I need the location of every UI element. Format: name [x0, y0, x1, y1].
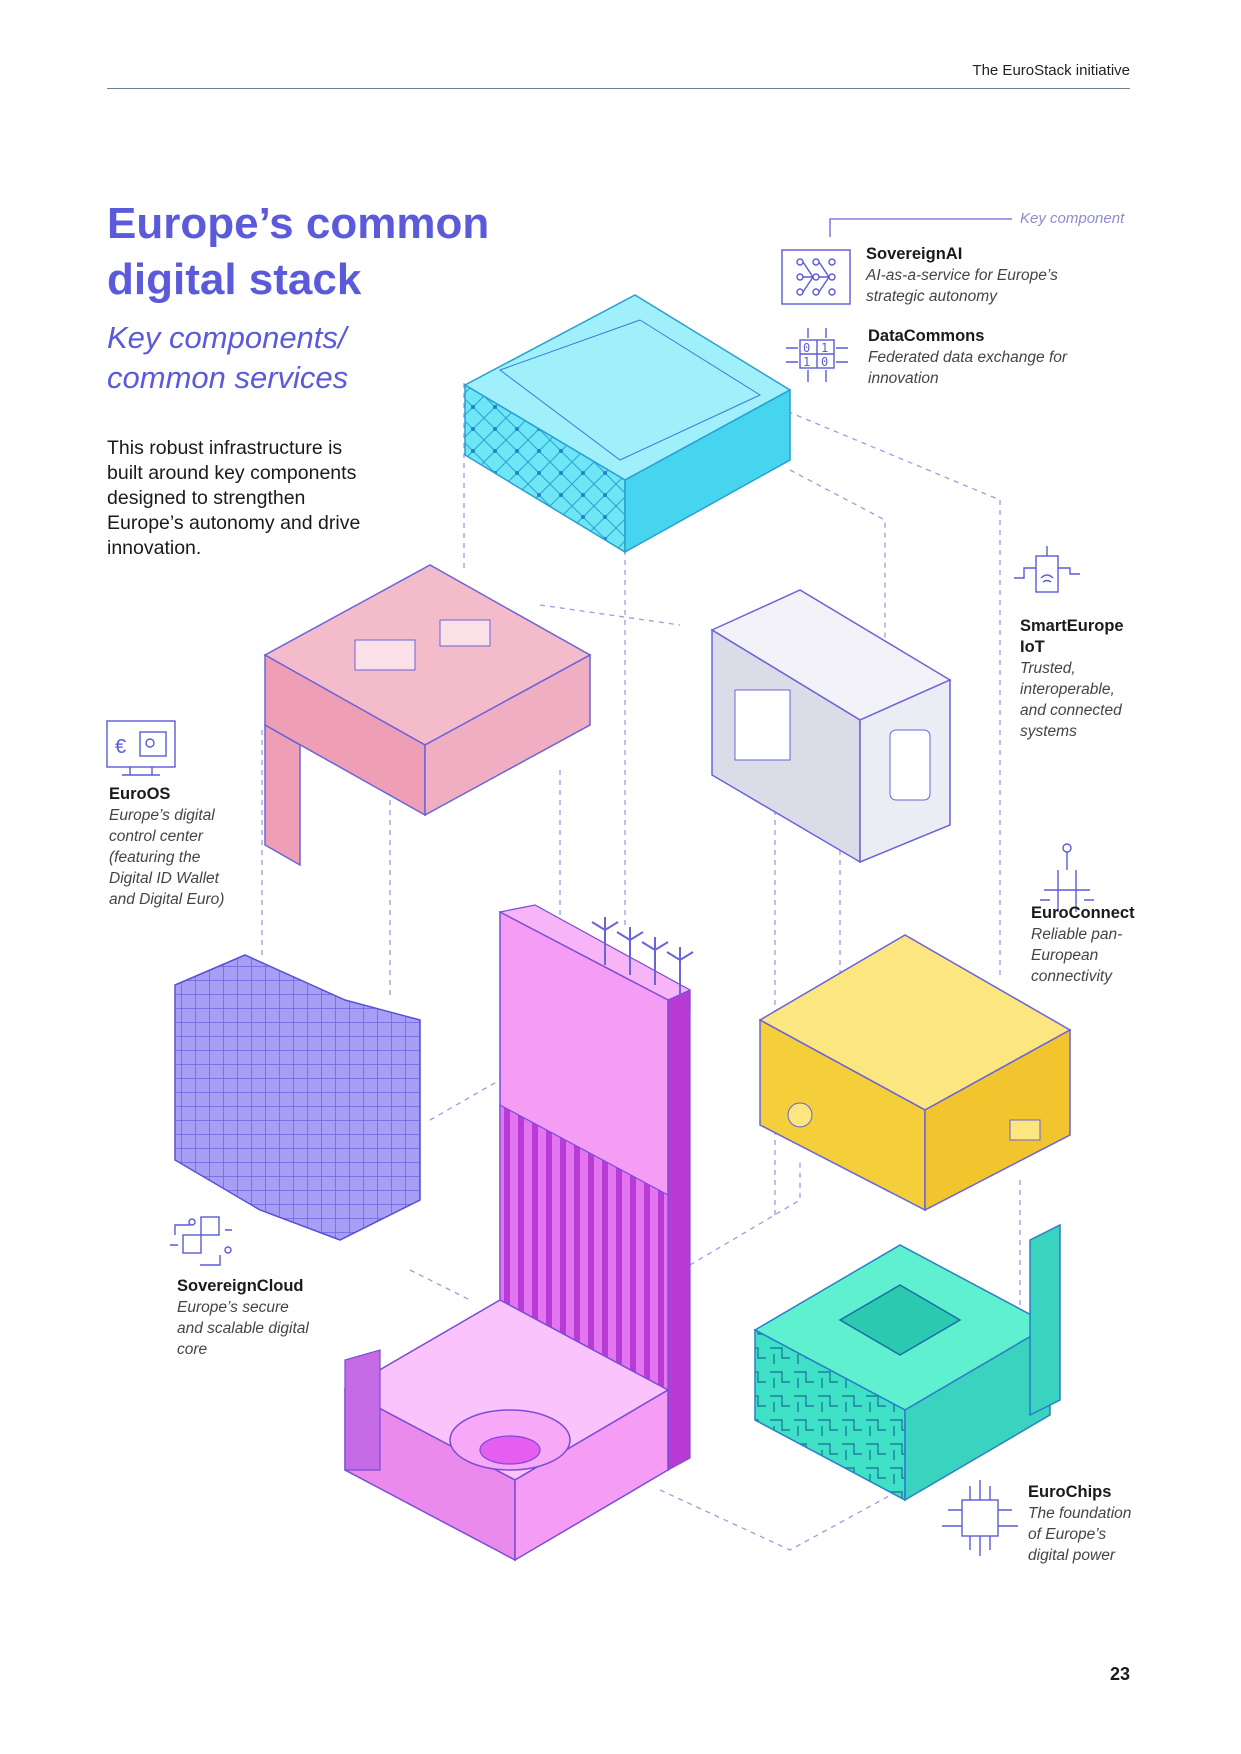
label-euro-os: EuroOS Europe’s digital control center (…	[109, 784, 239, 910]
component-description: Europe’s digital control center (featuri…	[109, 807, 225, 908]
data-digit: 0	[821, 355, 828, 369]
intro-paragraph: This robust infrastructure is built arou…	[107, 437, 361, 559]
network-antenna-icon	[1040, 843, 1094, 912]
page-number: 23	[1109, 1664, 1130, 1684]
data-digit: 1	[803, 355, 810, 369]
legend-label: Key component	[1020, 210, 1125, 227]
label-smart-europe-iot: SmartEurope IoT Trusted, interoperable, …	[1020, 616, 1130, 742]
component-title: SovereignCloud	[177, 1277, 304, 1295]
page-title: Europe’s common digital stack	[107, 199, 490, 304]
cloud-network-icon	[170, 1216, 232, 1266]
foundation-tower	[343, 904, 691, 1562]
label-euro-chips: EuroChips The foundation of Europe’s dig…	[1028, 1482, 1136, 1566]
sovereign-cloud-cluster	[174, 954, 421, 1241]
component-title: EuroOS	[109, 785, 171, 803]
component-title: SmartEurope IoT	[1020, 617, 1124, 656]
component-description: The foundation of Europe’s digital power	[1028, 1505, 1132, 1564]
iot-device-icon	[1014, 546, 1080, 593]
label-data-commons: DataCommons Federated data exchange for …	[868, 326, 1068, 389]
wallet-screen-icon	[106, 720, 176, 776]
component-description: AI-as-a-service for Europe’s strategic a…	[866, 267, 1058, 305]
label-sovereign-cloud: SovereignCloud Europe’s secure and scala…	[177, 1276, 312, 1360]
running-header: The EuroStack initiative	[972, 62, 1130, 79]
euro-os-control-block	[263, 564, 592, 867]
wind-turbines	[591, 917, 694, 995]
data-exchange-icon	[786, 328, 848, 382]
label-euro-connect: EuroConnect Reliable pan-European connec…	[1031, 903, 1136, 987]
header-divider	[107, 88, 1130, 89]
legend-pointer	[829, 218, 1012, 237]
label-sovereign-ai: SovereignAI AI-as-a-service for Europe’s…	[866, 244, 1096, 307]
euro-connect-block	[758, 934, 1072, 1212]
smart-europe-iot-block	[710, 589, 952, 864]
data-digit: 0	[803, 341, 810, 355]
chip-icon	[942, 1480, 1018, 1556]
euro-chips-block	[753, 1223, 1061, 1502]
component-title: EuroConnect	[1031, 904, 1135, 922]
component-description: Federated data exchange for innovation	[868, 349, 1068, 387]
component-description: Trusted, interoperable, and connected sy…	[1020, 660, 1122, 740]
euro-sign-icon: €	[115, 736, 126, 758]
data-digit: 1	[821, 341, 828, 355]
page-subtitle: Key components/ common services	[107, 320, 349, 395]
neural-network-icon	[781, 249, 851, 305]
component-title: SovereignAI	[866, 245, 963, 263]
sovereign-ai-mesh-block	[463, 294, 792, 554]
component-description: Europe’s secure and scalable digital cor…	[177, 1299, 309, 1358]
component-title: DataCommons	[868, 327, 985, 345]
component-description: Reliable pan-European connectivity	[1031, 926, 1123, 985]
component-title: EuroChips	[1028, 1483, 1112, 1501]
